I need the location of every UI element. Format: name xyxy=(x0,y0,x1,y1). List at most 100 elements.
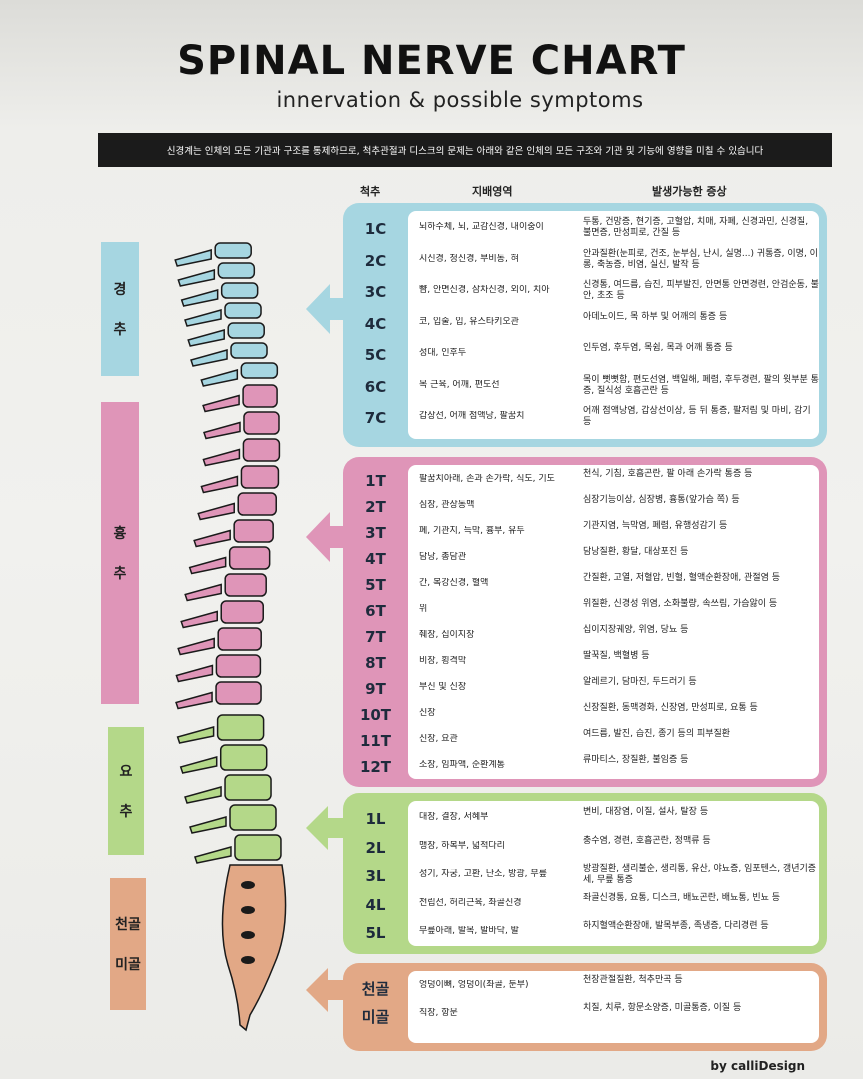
innervation-area: 목 근육, 어깨, 편도선 xyxy=(419,379,500,390)
innervation-area: 뇌하수체, 뇌, 교감신경, 내이중이 xyxy=(419,222,544,232)
vertebra-body xyxy=(224,573,267,597)
spine-illustration xyxy=(174,242,287,1032)
arrow-thoracic xyxy=(306,512,348,562)
possible-symptoms: 인두염, 후두염, 목쉼, 목과 어깨 통증 등 xyxy=(583,343,733,353)
vertebra-code: 4T xyxy=(365,550,386,568)
vertebra-code: 4C xyxy=(364,314,387,333)
side-label-thoracic: 흉 추 xyxy=(101,402,139,704)
vertebra-code: 2C xyxy=(364,251,387,270)
vertebra-code: 3C xyxy=(364,283,387,301)
possible-symptoms: 변비, 대장염, 이질, 설사, 탈장 등 xyxy=(583,807,709,817)
vertebra-code: 1C xyxy=(364,220,387,238)
vertebra-body xyxy=(230,342,268,359)
vertebra-body xyxy=(217,627,262,651)
vertebra-body xyxy=(229,804,277,831)
vertebra-body xyxy=(242,438,281,462)
spinous-process xyxy=(175,664,214,683)
spinous-process xyxy=(193,529,231,548)
possible-symptoms: 여드름, 발진, 습진, 종기 등의 피부질환 xyxy=(583,729,731,739)
side-label-cervical: 경 추 xyxy=(101,242,139,376)
arrow-sacral xyxy=(306,968,348,1012)
header-symptoms: 발생가능한 증상 xyxy=(652,185,727,198)
side-char: 추 xyxy=(113,566,127,582)
innervation-area: 갑상선, 어깨 점액낭, 팔꿈치 xyxy=(419,411,525,421)
spinous-process xyxy=(177,637,215,656)
possible-symptoms: 류마티스, 장질환, 불임증 등 xyxy=(583,755,689,765)
vertebra-code: 11T xyxy=(359,732,392,750)
table-row: 1C 뇌하수체, 뇌, 교감신경, 내이중이 두통, 건망증, 현기증, 고혈압, … xyxy=(343,217,827,249)
vertebra-body xyxy=(224,774,272,801)
innervation-area: 담낭, 총담관 xyxy=(419,552,467,562)
possible-symptoms: 신경통, 여드름, 습진, 피부발진, 안면통 안면경련, 안검순동, 불안, … xyxy=(583,280,819,301)
spinous-process xyxy=(203,421,241,440)
spinous-process xyxy=(184,786,222,804)
vertebra-code: 미골 xyxy=(361,1008,390,1026)
vertebra-body xyxy=(220,600,264,624)
vertebra-code: 7C xyxy=(364,409,387,427)
spinous-process xyxy=(179,756,218,774)
spinous-process xyxy=(188,556,227,575)
innervation-area: 무릎아래, 발목, 발바닥, 발 xyxy=(419,926,519,936)
possible-symptoms: 방광질환, 생리불순, 생리통, 유산, 야뇨증, 임포텐스, 갱년기증세, 무… xyxy=(583,864,817,885)
spinous-process xyxy=(200,369,239,387)
spinous-process xyxy=(187,329,225,347)
spinous-process xyxy=(197,502,235,521)
possible-symptoms: 천장관절질환, 척추만곡 등 xyxy=(583,975,683,985)
sacral-foramen xyxy=(241,931,255,939)
vertebra-body xyxy=(240,362,279,379)
possible-symptoms: 딸꾹질, 백혈병 등 xyxy=(583,651,650,661)
vertebra-body xyxy=(237,492,277,516)
innervation-area: 전립선, 허리근육, 좌골신경 xyxy=(419,897,522,908)
group-cervical: 1C 뇌하수체, 뇌, 교감신경, 내이중이 두통, 건망증, 현기증, 고혈압, … xyxy=(343,203,827,447)
spinous-process xyxy=(184,583,222,602)
vertebra-code: 5T xyxy=(365,576,386,594)
spinous-process xyxy=(175,691,213,710)
vertebra-code: 6C xyxy=(364,377,387,396)
sacral-foramen xyxy=(241,906,255,914)
innervation-area: 엉덩이뼈, 엉덩이(좌골, 둔부) xyxy=(419,980,529,990)
innervation-area: 부신 및 신장 xyxy=(419,682,467,692)
vertebra-code: 8T xyxy=(365,654,386,672)
possible-symptoms: 담낭질환, 황달, 대상포진 등 xyxy=(583,547,689,557)
header-spine: 척추 xyxy=(360,185,381,198)
innervation-area: 팔꿈치아래, 손과 손가락, 식도, 기도 xyxy=(419,474,555,484)
spinous-process xyxy=(200,475,239,494)
vertebra-code: 2L xyxy=(365,838,386,857)
vertebra-body xyxy=(227,322,265,339)
vertebra-body xyxy=(234,834,282,861)
possible-symptoms: 신장질환, 동맥경화, 신장염, 만성피로, 요통 등 xyxy=(583,703,758,713)
chart-title: SPINAL NERVE CHART xyxy=(177,38,686,84)
vertebra-body xyxy=(233,519,274,543)
possible-symptoms: 두통, 건망증, 현기증, 고혈압, 치매, 자폐, 신경과민, 신경질, 불면… xyxy=(583,217,809,238)
spinous-process xyxy=(184,309,222,327)
possible-symptoms: 십이지장궤양, 위염, 당뇨 등 xyxy=(583,625,689,635)
innervation-area: 시신경, 청신경, 부비동, 혀 xyxy=(419,253,519,264)
credit-text: by calliDesign xyxy=(710,1059,805,1073)
possible-symptoms: 아데노이드, 목 하부 및 어깨의 통증 등 xyxy=(583,311,728,322)
innervation-area: 대장, 결장, 서혜부 xyxy=(419,812,489,822)
vertebra-body xyxy=(215,681,262,705)
possible-symptoms: 위질환, 신경성 위염, 소화불량, 속쓰림, 가슴앓이 등 xyxy=(583,599,778,609)
innervation-area: 췌장, 십이지장 xyxy=(419,630,475,640)
innervation-area: 신장, 요관 xyxy=(419,734,458,744)
possible-symptoms: 어깨 점액낭염, 갑상선이상, 등 뒤 통증, 팔저림 및 마비, 감기 등 xyxy=(583,406,811,427)
vertebra-code: 9T xyxy=(365,680,386,698)
spinous-process xyxy=(174,249,212,267)
header-area: 지배영역 xyxy=(472,185,513,198)
vertebra-code: 2T xyxy=(365,498,386,516)
possible-symptoms: 안과질환(눈피로, 건조, 눈부심, 난시, 실명...) 귀통증, 이명, 이… xyxy=(583,248,818,270)
